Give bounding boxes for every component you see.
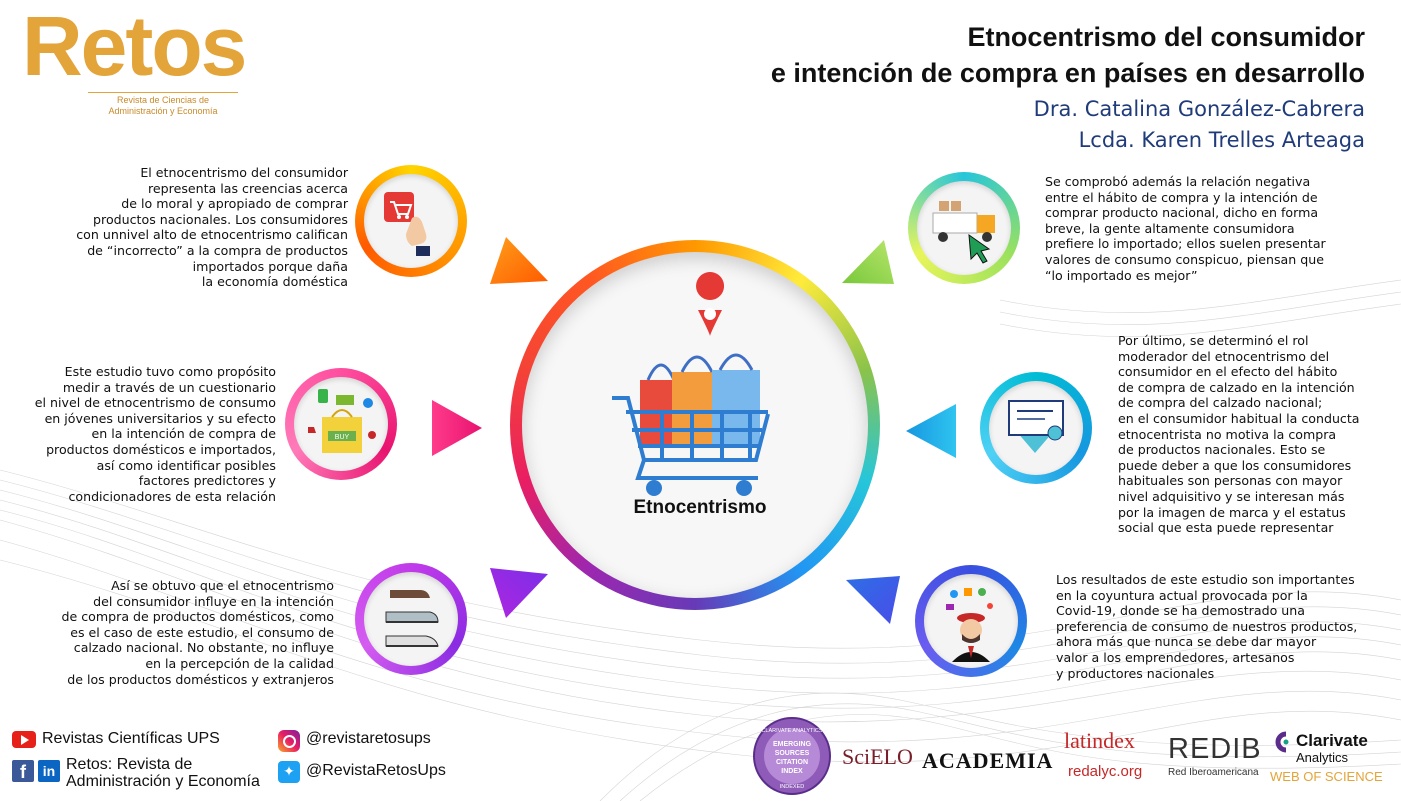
facebook-link-line1[interactable]: Retos: Revista de — [66, 756, 193, 773]
arrow-1 — [490, 237, 548, 284]
scielo-logo: SciELO — [842, 744, 913, 769]
redalyc-logo: redalyc.org — [1068, 763, 1143, 780]
clarivate-logo-line2: Analytics — [1296, 750, 1349, 765]
text-block-5: Por último, se determinó el rol moderado… — [1118, 333, 1360, 536]
web-of-science-logo: WEB OF SCIENCE — [1270, 769, 1383, 784]
circle-3 — [355, 563, 467, 675]
circle-1 — [355, 165, 467, 277]
instagram-icon[interactable] — [278, 730, 300, 752]
circle-2: BUY — [285, 368, 397, 480]
center-label: Etnocentrismo — [633, 497, 767, 518]
redib-subtitle: Red Iberoamericana — [1168, 767, 1259, 778]
text-block-1: El etnocentrismo del consumidor represen… — [76, 165, 348, 290]
text-block-6: Los resultados de este estudio son impor… — [1056, 572, 1358, 681]
esci-badge: CLARIVATE ANALYTICS EMERGING SOURCES CIT… — [753, 717, 831, 795]
certificate-icon — [1008, 400, 1064, 453]
academia-logo: ACADEMIA — [922, 748, 1054, 773]
twitter-icon[interactable]: ✦ — [278, 761, 300, 783]
circle-5 — [980, 372, 1092, 484]
circle-4 — [908, 172, 1020, 284]
truck-cursor-icon — [932, 201, 995, 264]
svg-text:INDEX: INDEX — [781, 768, 803, 775]
svg-text:CLARIVATE ANALYTICS: CLARIVATE ANALYTICS — [761, 728, 822, 734]
instagram-link[interactable]: @revistaretosups — [306, 730, 431, 747]
svg-text:EMERGING: EMERGING — [773, 741, 812, 748]
latindex-logo: latindex — [1064, 728, 1135, 753]
svg-text:CITATION: CITATION — [776, 759, 808, 766]
facebook-icon[interactable]: f — [12, 760, 34, 782]
clarivate-logo-line1: Clarivate — [1296, 731, 1368, 750]
arrow-5 — [906, 404, 956, 458]
location-pin-icon — [696, 272, 725, 336]
text-block-4: Se comprobó además la relación negativa … — [1045, 174, 1326, 283]
author-2: Lcda. Karen Trelles Arteaga — [1078, 128, 1365, 152]
svg-text:INDEXED: INDEXED — [780, 784, 804, 790]
title-line1: Etnocentrismo del consumidor — [967, 22, 1365, 52]
linkedin-icon[interactable]: in — [38, 760, 60, 782]
retos-logo: Retos — [22, 0, 247, 93]
circle-6 — [915, 565, 1027, 677]
retos-tagline: Revista de Ciencias de Administración y … — [88, 92, 238, 117]
author-1: Dra. Catalina González-Cabrera — [1033, 97, 1365, 121]
shoes-icon — [385, 590, 439, 647]
arrow-4 — [842, 240, 894, 284]
redib-logo: REDIB — [1168, 733, 1262, 765]
shopping-bag-icon: BUY — [308, 389, 376, 453]
center-circle — [510, 240, 880, 610]
artisan-icon — [946, 588, 993, 662]
text-block-3: Así se obtuvo que el etnocentrismo del c… — [61, 578, 335, 687]
arrow-2 — [432, 400, 482, 456]
cart-click-icon — [384, 192, 430, 256]
buy-tag: BUY — [335, 434, 350, 441]
twitter-link[interactable]: @RevistaRetosUps — [306, 762, 446, 779]
youtube-link[interactable]: Revistas Científicas UPS — [42, 730, 220, 747]
clarivate-icon — [1275, 731, 1289, 753]
facebook-link-line2[interactable]: Administración y Economía — [66, 773, 260, 790]
svg-text:SOURCES: SOURCES — [775, 750, 810, 757]
title-line2: e intención de compra en países en desar… — [770, 58, 1365, 88]
arrow-6 — [846, 576, 900, 624]
shopping-cart-icon — [612, 272, 770, 496]
text-block-2: Este estudio tuvo como propósito medir a… — [34, 364, 276, 504]
youtube-icon[interactable] — [12, 731, 36, 748]
arrow-3 — [490, 568, 548, 618]
